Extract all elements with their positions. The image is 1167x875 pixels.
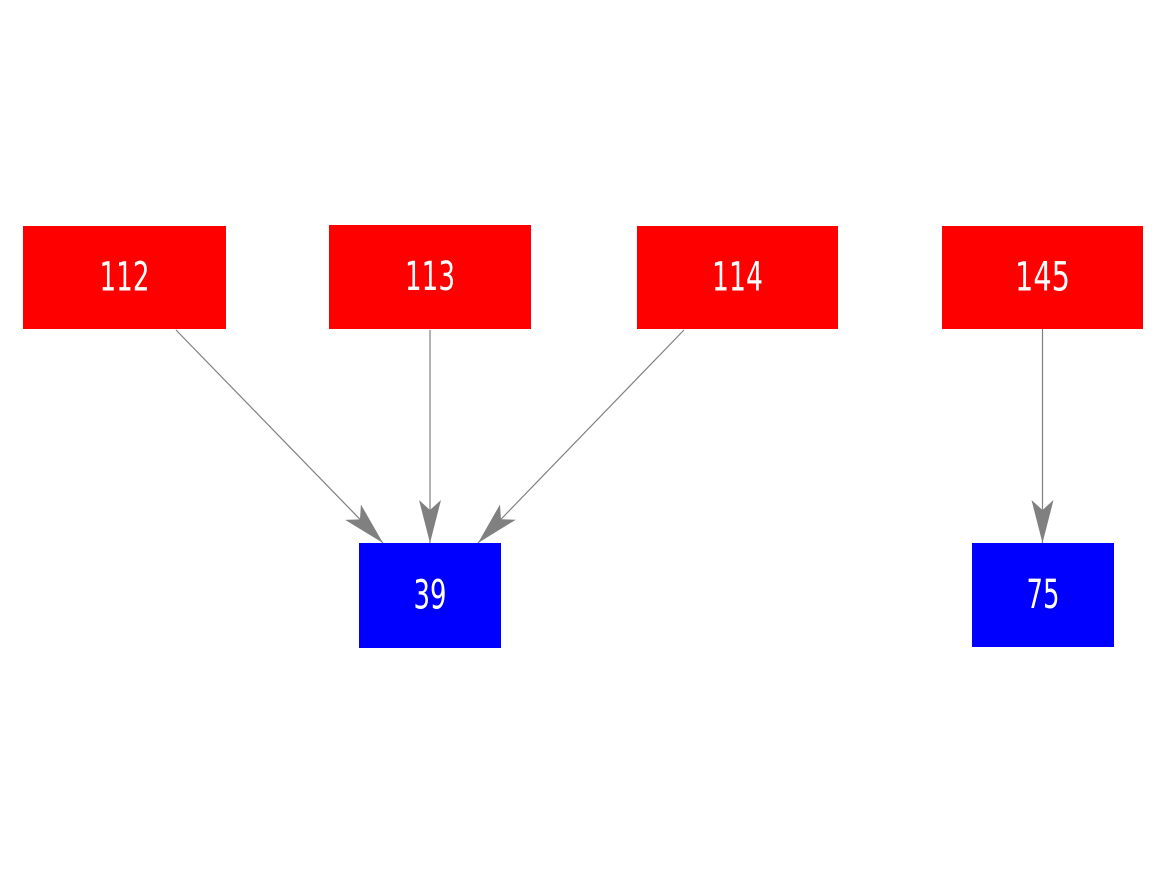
node-label-114: 114 [712,255,763,301]
edge-arrow-114-to-39 [477,329,685,544]
node-label-75: 75 [1027,572,1060,618]
node-box-75 [972,543,1114,647]
node-label-112: 112 [100,255,150,301]
edges-layer [175,329,1054,544]
node-box-112 [23,226,226,329]
node-label-113: 113 [405,254,455,300]
node-box-39 [359,543,501,648]
node-box-114 [637,226,838,329]
node-label-39: 39 [414,573,447,619]
node-box-145 [942,226,1143,329]
node-label-145: 145 [1015,255,1070,301]
edge-arrow-112-to-39 [175,329,384,544]
nodes-layer: 112 113 114 145 39 75 [23,225,1143,648]
node-box-113 [329,225,531,329]
